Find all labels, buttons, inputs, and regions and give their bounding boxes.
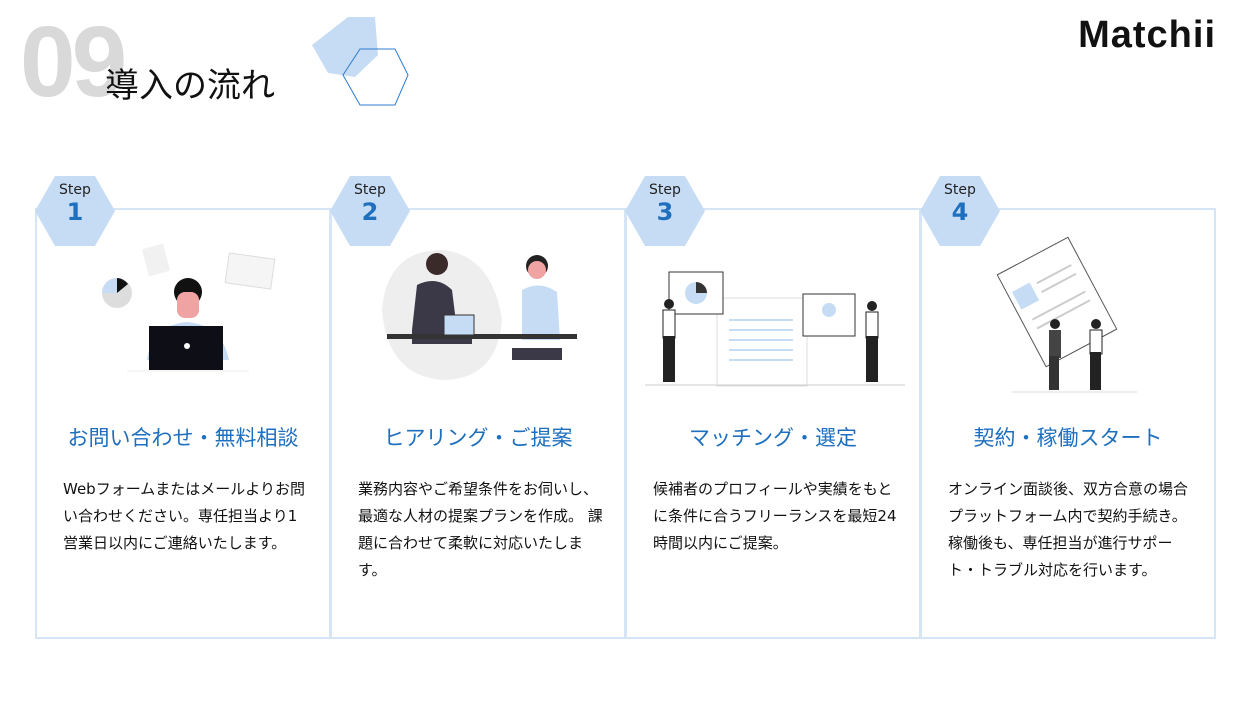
step-card-2: Step 2 ヒアリング・ご提案 業務内容やご希望条件をお伺いし、最適な人材の提… [330, 176, 626, 639]
handshake-meeting-illustration [382, 250, 577, 380]
step-badge: Step 1 [35, 176, 115, 246]
step-badge: Step 3 [625, 176, 705, 246]
step-title: お問い合わせ・無料相談 [67, 426, 299, 450]
step-card-1: Step 1 お問い合わせ・無料相談 Webフォームまたはメールよりお問い合わせ… [35, 176, 331, 639]
hexagon-icon [920, 176, 1000, 246]
step-description: 業務内容やご希望条件をお伺いし、最適な人材の提案プランを作成。 課題に合わせて柔… [358, 480, 603, 579]
step-number: 4 [951, 198, 969, 226]
hexagon-icon [625, 176, 705, 246]
hexagon-icon [330, 176, 410, 246]
page-title: 導入の流れ [105, 66, 275, 106]
step-number: 3 [656, 198, 674, 226]
hexagon-decoration-icon [312, 17, 409, 106]
step-title: ヒアリング・ご提案 [383, 426, 573, 450]
person-laptop-illustration [102, 243, 276, 372]
step-number: 2 [361, 198, 379, 226]
step-description: 候補者のプロフィールや実績をもとに条件に合うフリーランスを最短24時間以内にご提… [653, 480, 897, 552]
step-description: オンライン面談後、双方合意の場合プラットフォーム内で契約手続き。稼働後も、専任担… [948, 480, 1189, 579]
step-number: 1 [66, 198, 84, 226]
step-card-3: Step 3 マッチング・選定 候補者のプロフィールや実績をもとに条件に合うフリ… [625, 176, 921, 639]
hexagon-icon [35, 176, 115, 246]
step-label: Step [649, 182, 681, 198]
step-title: マッチング・選定 [689, 426, 857, 450]
step-description: Webフォームまたはメールよりお問い合わせください。専任担当より1営業日以内にご… [63, 480, 305, 552]
step-label: Step [59, 182, 91, 198]
step-label: Step [944, 182, 976, 198]
contract-handshake-illustration [996, 236, 1137, 393]
step-badge: Step 4 [920, 176, 1000, 246]
section-number: 09 [20, 6, 127, 118]
step-card-4: Step 4 契約・稼働スタート オンライン面談後、双方合意の場合プラットフォー… [920, 176, 1216, 639]
step-title: 契約・稼働スタート [973, 426, 1163, 450]
matching-profiles-illustration [645, 271, 905, 387]
step-label: Step [354, 182, 386, 198]
brand-logo: Matchii [1078, 14, 1216, 56]
step-badge: Step 2 [330, 176, 410, 246]
